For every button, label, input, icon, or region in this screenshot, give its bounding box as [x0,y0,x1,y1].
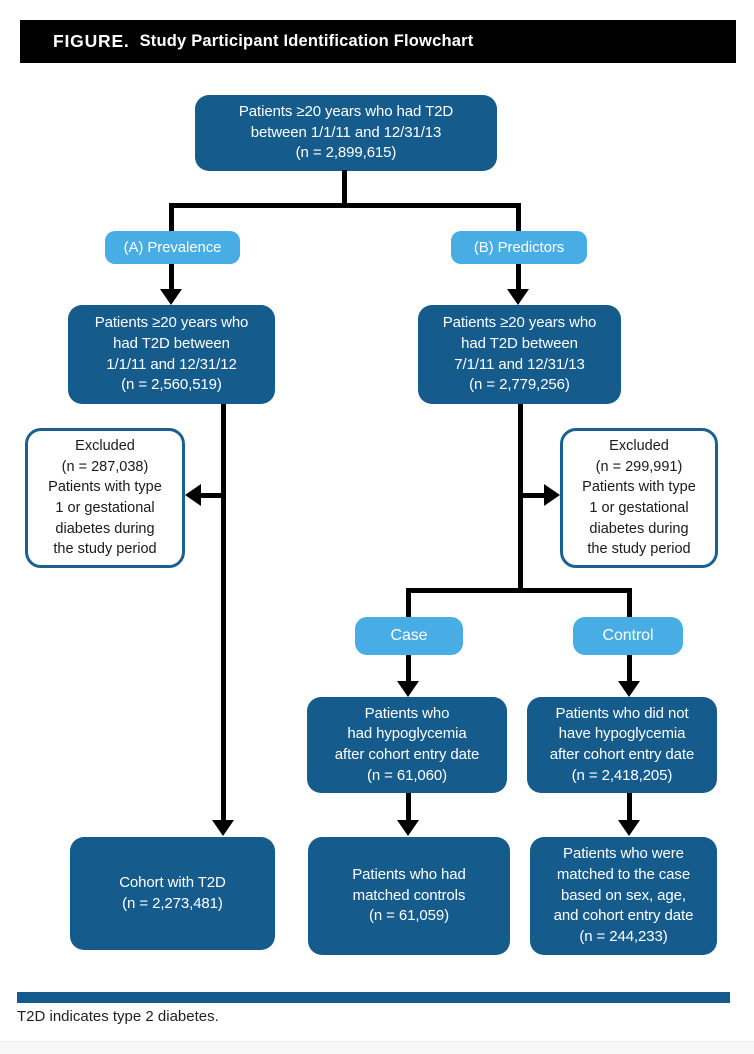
arrow-down-icon [212,820,234,836]
prevalence-cohort-box: Patients ≥20 years who had T2D between 1… [68,305,275,404]
connector-branch-a-stub [169,203,174,234]
matched-controls-box: Patients who had matched controls (n = 6… [308,837,510,955]
case-tag: Case [355,617,463,655]
connector-a-arrow-line [169,264,174,290]
hypoglycemia-case-box: Patients who had hypoglycemia after coho… [307,697,507,793]
footnote: T2D indicates type 2 diabetes. [17,1008,219,1025]
arrow-right-icon [544,484,560,506]
figure-title-bar: FIGURE. Study Participant Identification… [20,20,736,63]
figure-title: Study Participant Identification Flowcha… [139,32,474,50]
predictors-cohort-box: Patients ≥20 years who had T2D between 7… [418,305,621,404]
connector-control-down-line [627,793,632,821]
branch-b-predictors-tag: (B) Predictors [451,231,587,264]
connector-case-arrow-line [406,655,411,683]
connector-split-horizontal [169,203,521,208]
top-population-box: Patients ≥20 years who had T2D between 1… [195,95,497,171]
connector-case-down-line [406,793,411,821]
connector-predictors-vertical [518,404,523,591]
no-hypoglycemia-control-box: Patients who did not have hypoglycemia a… [527,697,717,793]
connector-b-arrow-line [516,264,521,290]
connector-control-arrow-line [627,655,632,683]
footer-divider [17,992,730,1003]
connector-control-stub [627,588,632,618]
figure-label: FIGURE. [53,31,130,51]
arrow-down-icon [397,820,419,836]
control-tag: Control [573,617,683,655]
matched-case-box: Patients who were matched to the case ba… [530,837,717,955]
excluded-predictors-box: Excluded (n = 299,991) Patients with typ… [560,428,718,568]
connector-case-stub [406,588,411,618]
excluded-prevalence-box: Excluded (n = 287,038) Patients with typ… [25,428,185,568]
bottom-strip [0,1041,754,1054]
arrow-down-icon [397,681,419,697]
arrow-down-icon [160,289,182,305]
connector-branch-b-stub [516,203,521,234]
connector-excluded-right-line [521,493,547,498]
connector-top-vertical [342,170,347,207]
branch-a-prevalence-tag: (A) Prevalence [105,231,240,264]
arrow-down-icon [618,681,640,697]
connector-excluded-left-line [198,493,223,498]
arrow-left-icon [185,484,201,506]
connector-case-control-horizontal [406,588,632,593]
arrow-down-icon [507,289,529,305]
cohort-t2d-box: Cohort with T2D (n = 2,273,481) [70,837,275,950]
connector-prevalence-vertical [221,404,226,821]
arrow-down-icon [618,820,640,836]
